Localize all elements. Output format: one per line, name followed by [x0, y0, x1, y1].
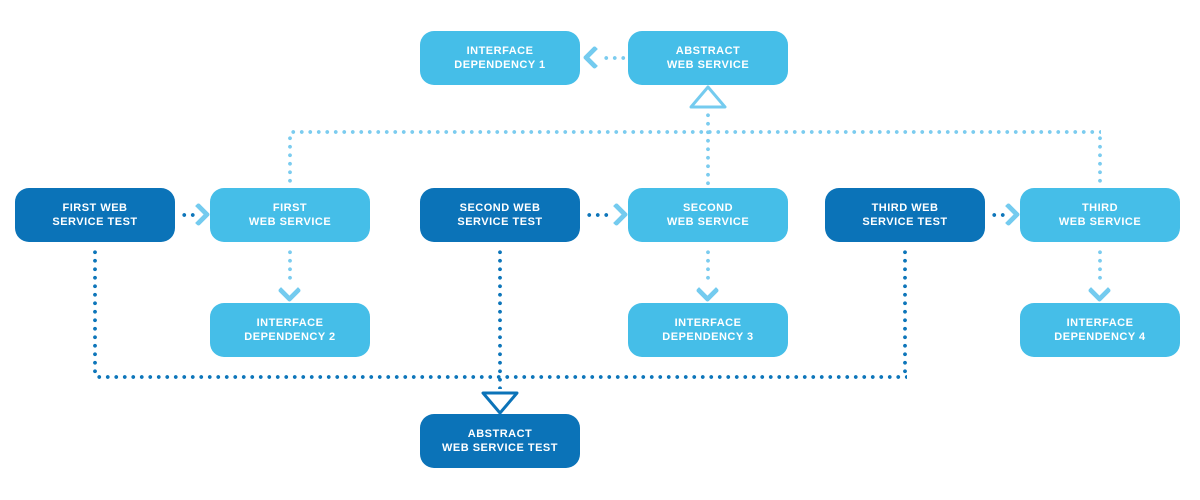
node-label-line1: INTERFACE: [466, 45, 534, 57]
node-label-line1: INTERFACE: [1066, 317, 1134, 329]
edge-aws-to-id1-dotted-line: [602, 56, 628, 60]
edge-swst-to-awst-vertical-dotted-line: [498, 248, 502, 389]
node-label-line1: ABSTRACT: [467, 428, 533, 440]
node-label-line1: THIRD: [1081, 202, 1119, 214]
arrowhead-down-icon: [1087, 278, 1112, 303]
node-first-web-service: FIRST WEB SERVICE: [210, 188, 370, 242]
node-label-line1: ABSTRACT: [675, 45, 741, 57]
node-second-web-service: SECOND WEB SERVICE: [628, 188, 788, 242]
node-abstract-web-service-test: ABSTRACT WEB SERVICE TEST: [420, 414, 580, 468]
node-label-line1: SECOND WEB: [459, 202, 541, 214]
node-label-line2: SERVICE TEST: [862, 216, 948, 228]
node-second-web-service-test: SECOND WEB SERVICE TEST: [420, 188, 580, 242]
node-first-web-service-test: FIRST WEB SERVICE TEST: [15, 188, 175, 242]
node-abstract-web-service: ABSTRACT WEB SERVICE: [628, 31, 788, 85]
node-label-line1: THIRD WEB: [871, 202, 939, 214]
node-label-line2: DEPENDENCY 3: [662, 331, 754, 343]
edge-twst-to-awst-vertical-dotted-line: [903, 248, 907, 376]
node-label-line2: WEB SERVICE: [666, 59, 750, 71]
hollow-triangle-up-icon: [689, 85, 727, 109]
node-label-line1: INTERFACE: [674, 317, 742, 329]
node-label-line2: WEB SERVICE: [666, 216, 750, 228]
edge-fws-to-id2-dotted-line: [288, 248, 292, 282]
edge-tws-to-id4-dotted-line: [1098, 248, 1102, 282]
node-interface-dependency-4: INTERFACE DEPENDENCY 4: [1020, 303, 1180, 357]
node-label-line1: INTERFACE: [256, 317, 324, 329]
edge-sws-to-aws-vertical-dotted-line: [706, 111, 710, 187]
edge-fwst-to-awst-vertical-dotted-line: [93, 248, 97, 376]
arrowhead-down-icon: [277, 278, 302, 303]
arrowhead-right-icon: [996, 202, 1021, 227]
node-label-line2: SERVICE TEST: [52, 216, 138, 228]
arrowhead-left-icon: [582, 45, 607, 70]
node-third-web-service: THIRD WEB SERVICE: [1020, 188, 1180, 242]
node-interface-dependency-1: INTERFACE DEPENDENCY 1: [420, 31, 580, 85]
node-interface-dependency-3: INTERFACE DEPENDENCY 3: [628, 303, 788, 357]
node-label-line1: FIRST WEB: [62, 202, 128, 214]
arrowhead-down-icon: [695, 278, 720, 303]
node-label-line2: DEPENDENCY 4: [1054, 331, 1146, 343]
node-label-line2: DEPENDENCY 2: [244, 331, 336, 343]
node-label-line1: SECOND: [682, 202, 734, 214]
node-label-line2: WEB SERVICE TEST: [442, 442, 558, 454]
hollow-triangle-down-icon: [481, 391, 519, 415]
node-label-line2: DEPENDENCY 1: [454, 59, 546, 71]
light-horizontal-bus-dotted-line: [289, 130, 1101, 134]
edge-fwst-to-fws-dotted-line: [180, 213, 197, 217]
edge-swst-to-sws-dotted-line: [585, 213, 611, 217]
edge-twst-to-tws-dotted-line: [990, 213, 1007, 217]
node-interface-dependency-2: INTERFACE DEPENDENCY 2: [210, 303, 370, 357]
node-label-line2: SERVICE TEST: [457, 216, 543, 228]
edge-tws-to-aws-vertical-dotted-line: [1098, 134, 1102, 187]
edge-fws-to-aws-vertical-dotted-line: [288, 134, 292, 187]
node-label-line1: FIRST: [272, 202, 308, 214]
arrowhead-right-icon: [604, 202, 629, 227]
node-third-web-service-test: THIRD WEB SERVICE TEST: [825, 188, 985, 242]
arrowhead-right-icon: [186, 202, 211, 227]
node-label-line2: WEB SERVICE: [248, 216, 332, 228]
node-label-line2: WEB SERVICE: [1058, 216, 1142, 228]
dark-horizontal-bus-dotted-line: [95, 375, 907, 379]
edge-sws-to-id3-dotted-line: [706, 248, 710, 282]
